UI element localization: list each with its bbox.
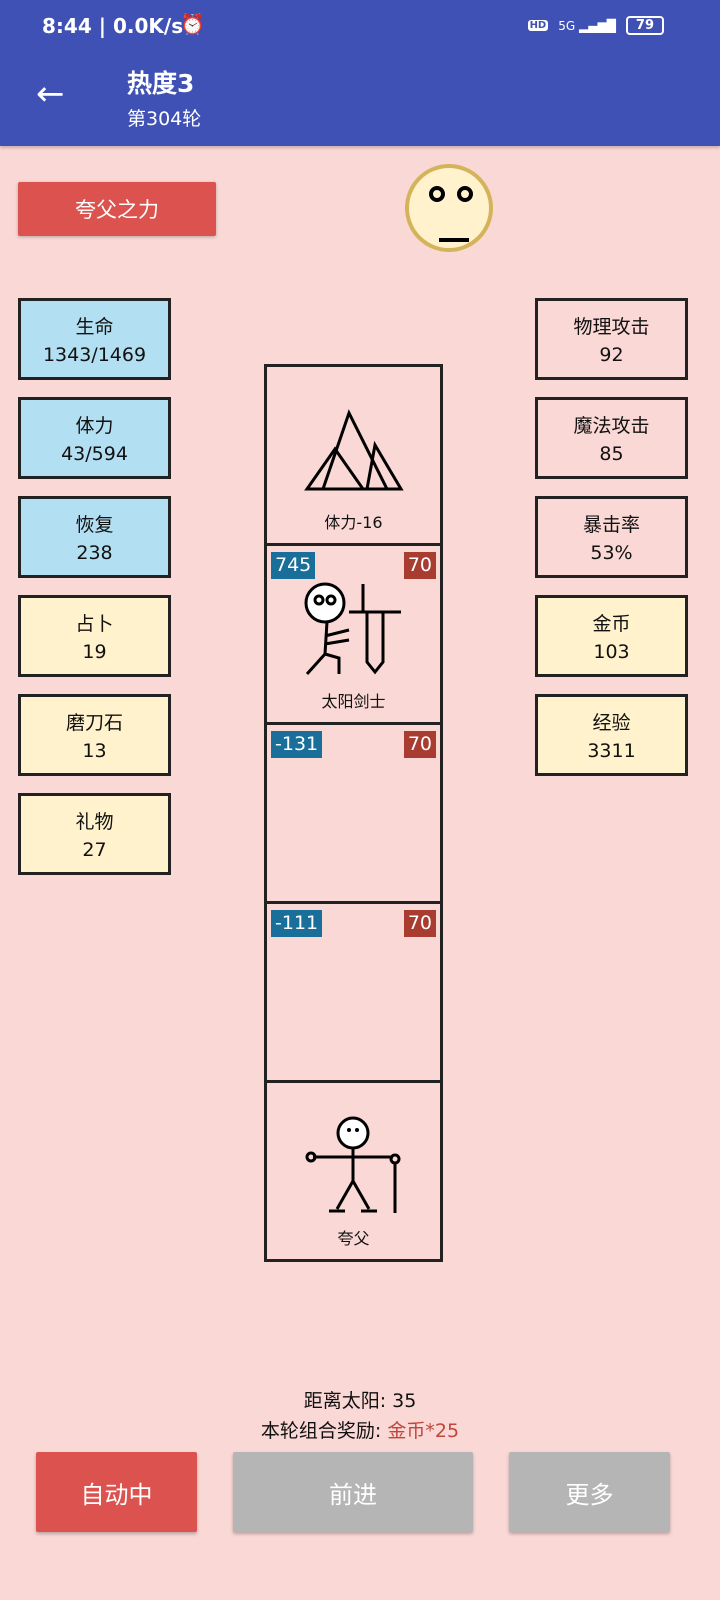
- stat-value: 3311: [587, 740, 636, 762]
- mouth-icon: [439, 238, 469, 242]
- cell-empty[interactable]: -131 70: [264, 722, 443, 904]
- stat-card: 经验 3311: [535, 694, 688, 776]
- stat-label: 占卜: [75, 613, 114, 635]
- back-arrow-icon[interactable]: ←: [36, 74, 65, 114]
- eye-icon: [457, 186, 473, 202]
- stat-value: 85: [599, 443, 624, 465]
- stat-value: 103: [593, 641, 630, 663]
- hp-badge: -131: [271, 731, 323, 758]
- stat-label: 暴击率: [582, 514, 640, 536]
- cell-mountain[interactable]: 体力-16: [264, 364, 443, 546]
- stat-value: 27: [82, 839, 107, 861]
- stat-card: 磨刀石 13: [18, 694, 171, 776]
- stat-value: 1343/1469: [42, 344, 147, 366]
- signal-icon: 5G ▂▄▆█: [558, 18, 616, 33]
- stat-value: 92: [599, 344, 624, 366]
- cell-label: 太阳剑士: [321, 692, 386, 711]
- distance-to-sun: 距离太阳: 35: [303, 1390, 417, 1412]
- stat-card: 生命 1343/1469: [18, 298, 171, 380]
- mountain-icon: [304, 409, 404, 491]
- stat-value: 238: [76, 542, 113, 564]
- stat-label: 磨刀石: [65, 712, 123, 734]
- reward-label: 本轮组合奖励:: [260, 1420, 388, 1442]
- stat-card: 金币 103: [535, 595, 688, 677]
- swordsman-icon: [304, 582, 401, 676]
- stat-value: 53%: [590, 542, 633, 564]
- more-button[interactable]: 更多: [509, 1452, 670, 1532]
- attack-badge: 70: [403, 552, 436, 579]
- kuafu-power-button[interactable]: 夸父之力: [18, 182, 216, 236]
- alarm-icon: ⏰: [180, 12, 205, 36]
- stat-card: 暴击率 53%: [535, 496, 688, 578]
- stat-label: 魔法攻击: [573, 415, 650, 437]
- hp-badge: -111: [271, 910, 323, 937]
- stat-label: 经验: [592, 712, 631, 734]
- status-bar: 8:44 | 0.0K/s ⏰ HD 5G ▂▄▆█ 79: [0, 0, 720, 50]
- face-avatar-icon[interactable]: [405, 164, 493, 252]
- network-type: 5G: [558, 18, 576, 33]
- stat-label: 恢复: [75, 514, 114, 536]
- stat-card: 魔法攻击 85: [535, 397, 688, 479]
- stat-label: 礼物: [75, 811, 114, 833]
- status-time: 8:44 | 0.0K/s: [42, 14, 184, 38]
- cell-empty[interactable]: -111 70: [264, 901, 443, 1083]
- stat-card: 恢复 238: [18, 496, 171, 578]
- hp-badge: 745: [271, 552, 316, 579]
- stat-card: 体力 43/594: [18, 397, 171, 479]
- attack-badge: 70: [403, 910, 436, 937]
- page-title: 热度3: [127, 69, 195, 98]
- hd-icon: HD: [527, 20, 549, 31]
- stat-label: 生命: [75, 316, 114, 338]
- stat-card: 物理攻击 92: [535, 298, 688, 380]
- cell-label: 夸父: [337, 1229, 370, 1248]
- kuafu-icon: [305, 1116, 401, 1213]
- app-bar: ← 热度3 第304轮: [0, 50, 720, 146]
- auto-button[interactable]: 自动中: [36, 1452, 197, 1532]
- forward-button[interactable]: 前进: [233, 1452, 473, 1532]
- stat-value: 19: [82, 641, 107, 663]
- round-reward: 本轮组合奖励: 金币*25: [0, 1416, 720, 1443]
- cell-label: 体力-16: [324, 513, 383, 532]
- round-subtitle: 第304轮: [127, 108, 202, 130]
- stat-label: 物理攻击: [573, 316, 650, 338]
- cell-player-kuafu[interactable]: 夸父: [264, 1080, 443, 1262]
- reward-value: 金币*25: [387, 1420, 460, 1442]
- stat-card: 占卜 19: [18, 595, 171, 677]
- stat-label: 体力: [75, 415, 114, 437]
- eye-icon: [429, 186, 445, 202]
- attack-badge: 70: [403, 731, 436, 758]
- stat-value: 43/594: [61, 443, 128, 465]
- stat-label: 金币: [592, 613, 631, 635]
- stat-value: 13: [82, 740, 107, 762]
- battery-icon: 79: [625, 16, 664, 35]
- cell-enemy-sun-swordsman[interactable]: 745 70 太阳剑士: [264, 543, 443, 725]
- stat-card: 礼物 27: [18, 793, 171, 875]
